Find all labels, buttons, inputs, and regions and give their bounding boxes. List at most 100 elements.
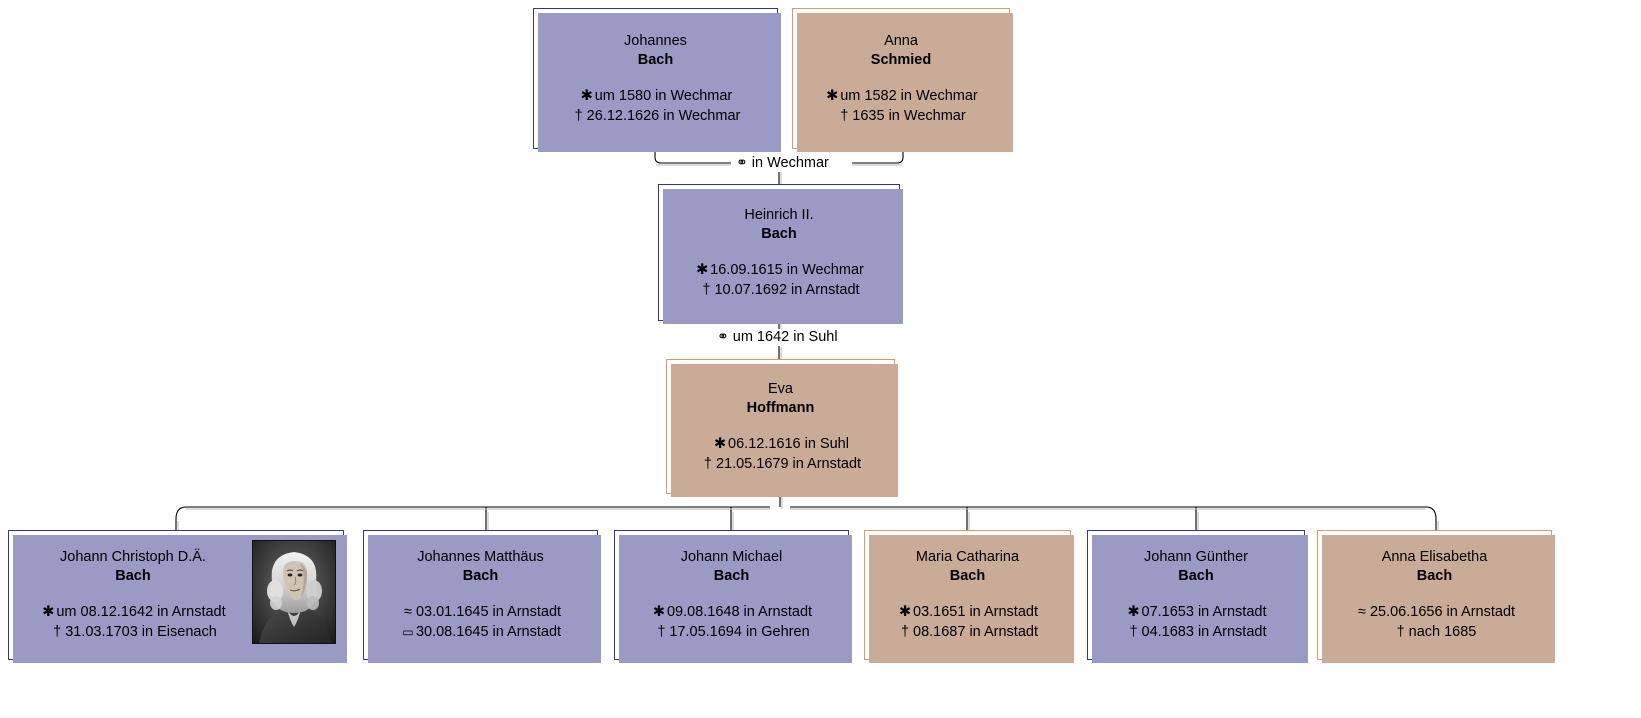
birth-icon: ✱ — [580, 87, 593, 104]
person-given-name: Johannes — [624, 32, 687, 49]
person-box-johannes-bach[interactable]: Johannes Bach ✱ um 1580 in Wechmar † 26.… — [533, 8, 781, 152]
event-death: † 04.1683 in Arnstadt — [1126, 622, 1267, 642]
person-given-name: Johann Günther — [1144, 549, 1248, 565]
event-text: um 1580 in Wechmar — [594, 87, 733, 104]
person-box-anna-elisabetha-bach[interactable]: Anna Elisabetha Bach ≈ 25.06.1656 in Arn… — [1317, 530, 1555, 663]
event-text: 07.1653 in Arnstadt — [1141, 604, 1267, 620]
person-given-name: Johann Christoph D.Ä. — [60, 549, 206, 565]
person-given-name: Anna Elisabetha — [1381, 549, 1488, 565]
event-death: † 17.05.1694 in Gehren — [651, 622, 812, 642]
person-box-heinrich-ii-bach[interactable]: Heinrich II. Bach ✱ 16.09.1615 in Wechma… — [658, 184, 903, 324]
event-text: 31.03.1703 in Eisenach — [65, 624, 217, 640]
event-birth: ✱ 07.1653 in Arnstadt — [1126, 602, 1267, 622]
death-icon: † — [1129, 624, 1138, 640]
marriage-icon: ⚭ — [736, 155, 748, 171]
baptism-icon: ≈ — [1357, 604, 1366, 620]
person-given-name: Maria Catharina — [915, 549, 1020, 565]
event-birth: ✱ um 1580 in Wechmar — [571, 86, 741, 106]
portrait-johann-christoph-bach[interactable] — [252, 540, 336, 644]
event-text: um 08.12.1642 in Arnstadt — [56, 604, 226, 620]
death-icon: † — [574, 107, 583, 124]
person-box-anna-schmied[interactable]: Anna Schmied ✱ um 1582 in Wechmar † 1635… — [792, 8, 1013, 152]
marriage-label-johannes-anna: ⚭ in Wechmar — [731, 155, 834, 172]
event-text: 21.05.1679 in Arnstadt — [715, 455, 862, 472]
event-death: † 21.05.1679 in Arnstadt — [700, 454, 861, 474]
person-events: ✱ 09.08.1648 in Arnstadt † 17.05.1694 in… — [651, 602, 812, 642]
event-text: 25.06.1656 in Arnstadt — [1369, 604, 1516, 620]
person-given-name: Heinrich II. — [744, 206, 814, 223]
death-icon: † — [703, 455, 712, 472]
birth-icon: ✱ — [898, 604, 912, 620]
event-birth: ✱ 09.08.1648 in Arnstadt — [651, 602, 812, 622]
person-given-name: Anna — [884, 32, 918, 49]
person-box-eva-hoffmann[interactable]: Eva Hoffmann ✱ 06.12.1616 in Suhl † 21.0… — [666, 359, 898, 497]
event-birth: ✱ um 1582 in Wechmar — [824, 86, 978, 106]
person-events: ✱ um 1580 in Wechmar † 26.12.1626 in Wec… — [571, 86, 741, 126]
person-surname: Bach — [713, 568, 750, 584]
event-birth: ✱ 16.09.1615 in Wechmar — [694, 260, 864, 280]
marriage-text: in Wechmar — [751, 155, 829, 171]
birth-icon: ✱ — [1127, 604, 1140, 620]
event-text: 16.09.1615 in Wechmar — [710, 261, 864, 278]
person-events: ✱ 07.1653 in Arnstadt † 04.1683 in Arnst… — [1126, 602, 1267, 642]
event-death: † 08.1687 in Arnstadt — [897, 622, 1038, 642]
event-text: um 1582 in Wechmar — [840, 87, 978, 104]
death-icon: † — [1396, 624, 1405, 640]
event-text: nach 1685 — [1408, 624, 1477, 640]
death-icon: † — [900, 624, 910, 640]
person-box-johann-christoph-dae-bach[interactable]: Johann Christoph D.Ä. Bach ✱ um 08.12.16… — [8, 530, 347, 663]
event-baptism: ≈ 03.01.1645 in Arnstadt — [400, 602, 561, 622]
event-death: † 10.07.1692 in Arnstadt — [694, 280, 864, 300]
person-box-johannes-matthaeus-bach[interactable]: Johannes Matthäus Bach ≈ 03.01.1645 in A… — [363, 530, 601, 663]
event-burial: ▭ 30.08.1645 in Arnstadt — [400, 622, 561, 642]
person-events: ✱ 03.1651 in Arnstadt † 08.1687 in Arnst… — [897, 602, 1038, 642]
event-death: † nach 1685 — [1354, 622, 1515, 642]
death-icon: † — [840, 107, 849, 124]
event-text: 17.05.1694 in Gehren — [669, 624, 810, 640]
event-death: † 26.12.1626 in Wechmar — [571, 106, 741, 126]
event-text: 06.12.1616 in Suhl — [728, 435, 849, 452]
event-text: 03.01.1645 in Arnstadt — [415, 604, 562, 620]
death-icon: † — [702, 281, 711, 298]
event-text: 09.08.1648 in Arnstadt — [666, 604, 813, 620]
person-events: ✱ 16.09.1615 in Wechmar † 10.07.1692 in … — [694, 260, 864, 300]
event-text: 08.1687 in Arnstadt — [913, 624, 1038, 640]
person-surname: Bach — [761, 225, 797, 242]
person-surname: Bach — [462, 568, 499, 584]
event-text: 10.07.1692 in Arnstadt — [714, 281, 860, 298]
birth-icon: ✱ — [42, 604, 55, 620]
person-surname: Bach — [637, 51, 674, 68]
person-box-johann-guenther-bach[interactable]: Johann Günther Bach ✱ 07.1653 in Arnstad… — [1087, 530, 1308, 663]
event-death: † 1635 in Wechmar — [824, 106, 978, 126]
person-events: ≈ 03.01.1645 in Arnstadt ▭ 30.08.1645 in… — [400, 602, 561, 642]
event-birth: ✱ 03.1651 in Arnstadt — [897, 602, 1038, 622]
person-box-maria-catharina-bach[interactable]: Maria Catharina Bach ✱ 03.1651 in Arnsta… — [864, 530, 1074, 663]
death-icon: † — [53, 624, 62, 640]
person-surname: Bach — [1178, 568, 1214, 584]
event-text: 03.1651 in Arnstadt — [913, 604, 1038, 620]
event-birth: ✱ 06.12.1616 in Suhl — [700, 434, 861, 454]
person-events: ✱ um 08.12.1642 in Arnstadt † 31.03.1703… — [40, 602, 225, 642]
person-events: ✱ um 1582 in Wechmar † 1635 in Wechmar — [824, 86, 978, 126]
baptism-icon: ≈ — [403, 604, 412, 620]
person-surname: Bach — [115, 568, 151, 584]
event-baptism: ≈ 25.06.1656 in Arnstadt — [1354, 602, 1515, 622]
person-events: ✱ 06.12.1616 in Suhl † 21.05.1679 in Arn… — [700, 434, 861, 474]
marriage-label-heinrich-eva: ⚭ um 1642 in Suhl — [712, 329, 843, 346]
marriage-icon: ⚭ — [717, 329, 729, 345]
person-given-name: Johannes Matthäus — [417, 549, 544, 565]
event-death: † 31.03.1703 in Eisenach — [40, 622, 225, 642]
person-given-name: Eva — [768, 380, 793, 397]
person-surname: Bach — [949, 568, 986, 584]
birth-icon: ✱ — [826, 87, 839, 104]
event-text: 30.08.1645 in Arnstadt — [415, 624, 562, 640]
birth-icon: ✱ — [696, 261, 709, 278]
portrait-image — [253, 541, 335, 643]
birth-icon: ✱ — [652, 604, 666, 620]
event-birth: ✱ um 08.12.1642 in Arnstadt — [40, 602, 225, 622]
person-box-johann-michael-bach[interactable]: Johann Michael Bach ✱ 09.08.1648 in Arns… — [614, 530, 852, 663]
marriage-text: um 1642 in Suhl — [732, 329, 838, 345]
event-text: 04.1683 in Arnstadt — [1141, 624, 1267, 640]
burial-icon: ▭ — [402, 625, 414, 639]
